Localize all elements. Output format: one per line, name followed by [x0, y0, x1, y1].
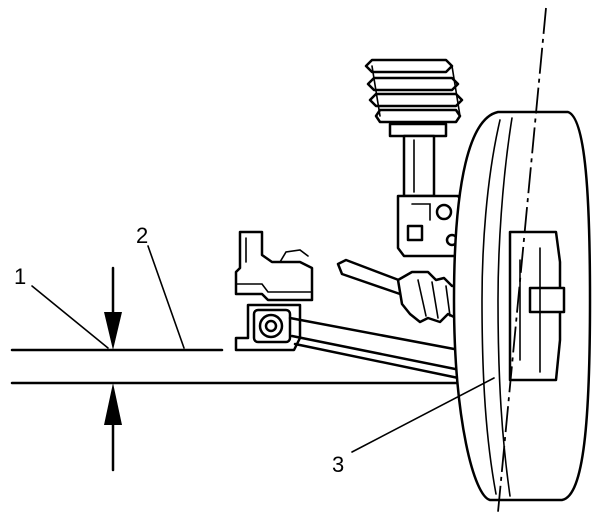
measurement-arrows — [104, 266, 122, 472]
leader-3 — [351, 377, 495, 453]
steering-axis-line — [497, 7, 547, 513]
leader-lines — [31, 245, 495, 453]
down-arrow-icon — [104, 312, 122, 350]
callout-1: 1 — [14, 264, 26, 289]
strut-assembly — [388, 122, 466, 258]
lower-control-arm — [288, 316, 472, 382]
leader-1 — [31, 285, 109, 349]
leader-2 — [147, 245, 185, 349]
reference-lines — [10, 348, 470, 385]
wheel-tire — [452, 110, 592, 502]
callout-3: 3 — [332, 452, 344, 477]
drive-axle — [336, 258, 470, 324]
callout-2: 2 — [136, 223, 148, 248]
up-arrow-icon — [104, 383, 122, 425]
subframe-bracket — [234, 230, 314, 352]
coil-spring — [364, 58, 464, 124]
